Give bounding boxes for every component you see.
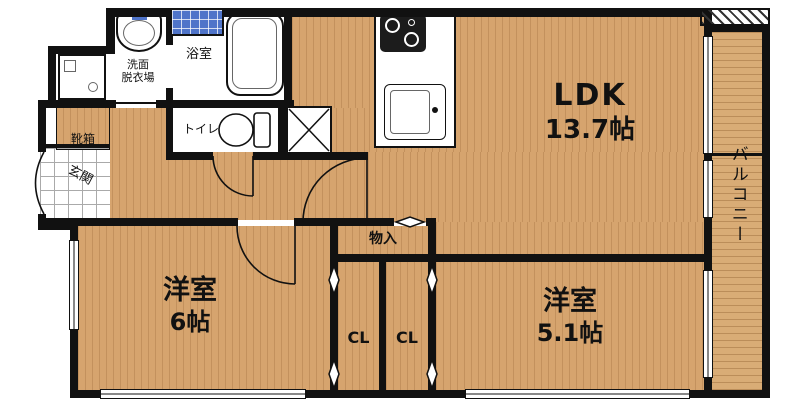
toilet-label: トイレ bbox=[182, 122, 219, 136]
washbasin-icon bbox=[116, 12, 162, 52]
wall-segment bbox=[253, 152, 368, 160]
stove-knob-icon bbox=[408, 19, 415, 26]
wall-segment bbox=[106, 8, 712, 17]
wall-segment bbox=[762, 25, 770, 398]
closet-right-label: CL bbox=[396, 328, 418, 347]
stove-burner-icon bbox=[404, 32, 419, 47]
wall-segment bbox=[330, 254, 436, 262]
entrance-step-edge bbox=[40, 144, 110, 147]
bedroom-west-label-block: 洋室 6帖 bbox=[110, 275, 270, 337]
wall-segment bbox=[278, 108, 286, 152]
wall-segment bbox=[166, 108, 173, 152]
bedroom-west-size-label: 6帖 bbox=[169, 307, 211, 336]
washer-pan-corner bbox=[64, 60, 76, 72]
closet-left-floor bbox=[338, 262, 379, 392]
wall-segment bbox=[379, 262, 386, 392]
bedroom-south-bottom-window bbox=[465, 389, 690, 399]
bedroom-south-label-block: 洋室 5.1帖 bbox=[490, 286, 650, 348]
gas-stove-icon bbox=[380, 14, 426, 52]
sink-basin bbox=[390, 90, 430, 134]
wall-segment bbox=[704, 154, 712, 160]
wall-segment bbox=[70, 222, 78, 240]
wall-segment bbox=[704, 218, 712, 270]
washbasin-faucet-icon bbox=[132, 14, 147, 20]
wall-segment bbox=[48, 46, 114, 54]
wall-segment bbox=[368, 218, 394, 226]
wall-segment bbox=[712, 25, 770, 32]
wall-segment bbox=[38, 218, 238, 226]
bathtub-inner bbox=[232, 18, 277, 89]
wall-segment bbox=[330, 218, 338, 398]
washing-machine-pan-icon bbox=[58, 54, 106, 100]
wall-segment bbox=[38, 100, 46, 152]
balcony-divider-line bbox=[712, 153, 762, 156]
wall-segment bbox=[48, 46, 56, 108]
pipe-space-box bbox=[286, 106, 332, 154]
shoe-box-label: 靴箱 bbox=[70, 132, 95, 146]
ldk-label: LDK bbox=[553, 78, 627, 113]
ldk-balcony-window bbox=[703, 36, 713, 154]
wall-segment bbox=[166, 152, 213, 160]
closet-right-floor bbox=[386, 262, 428, 392]
wall-segment bbox=[284, 8, 292, 108]
bedroom-west-bottom-window bbox=[100, 389, 306, 399]
kitchen-sink-icon bbox=[384, 84, 446, 140]
washroom-label-block: 洗面 脱衣場 bbox=[110, 58, 166, 85]
wall-segment bbox=[428, 218, 436, 262]
entrance-tile-floor bbox=[40, 146, 110, 224]
bedroom-south-size-label: 5.1帖 bbox=[536, 318, 604, 347]
wall-segment bbox=[70, 390, 770, 398]
wall-segment bbox=[166, 8, 173, 45]
bathtub-icon bbox=[226, 12, 284, 96]
wall-segment bbox=[38, 222, 78, 230]
bedroom-west-side-window bbox=[69, 240, 79, 330]
wall-segment bbox=[704, 378, 712, 392]
faucet-icon bbox=[432, 107, 438, 113]
washroom-sliding-door bbox=[116, 102, 156, 104]
bedroom-south-balcony-window bbox=[703, 270, 713, 378]
boundary-hatch bbox=[700, 8, 770, 26]
wall-segment bbox=[106, 8, 115, 54]
wall-segment bbox=[428, 262, 436, 392]
ldk-size-label: 13.7帖 bbox=[544, 114, 636, 145]
washbasin-bowl bbox=[123, 20, 155, 46]
stove-burner-icon bbox=[385, 18, 400, 33]
washroom-label-line2: 脱衣場 bbox=[121, 71, 155, 85]
bath-label: 浴室 bbox=[185, 47, 212, 62]
ldk-balcony-door bbox=[703, 160, 713, 218]
bedroom-west-label: 洋室 bbox=[163, 275, 217, 306]
washroom-label-line1: 洗面 bbox=[127, 58, 149, 71]
ldk-label-block: LDK 13.7帖 bbox=[480, 78, 700, 146]
wall-segment bbox=[166, 88, 173, 100]
washer-pan-drain bbox=[88, 82, 98, 92]
wall-segment bbox=[428, 254, 712, 262]
bath-window bbox=[170, 8, 224, 36]
ldk-floor-mid bbox=[368, 152, 704, 222]
wall-segment bbox=[156, 100, 294, 108]
closet-left-label: CL bbox=[347, 328, 370, 347]
wall-segment bbox=[38, 100, 116, 108]
wall-segment bbox=[70, 330, 78, 398]
bedroom-south-label: 洋室 bbox=[543, 286, 597, 317]
balcony-label: バルコニー bbox=[727, 145, 748, 245]
bedroom-south-floor bbox=[436, 262, 704, 392]
balcony-floor bbox=[712, 32, 762, 390]
storage-label: 物入 bbox=[369, 231, 397, 247]
